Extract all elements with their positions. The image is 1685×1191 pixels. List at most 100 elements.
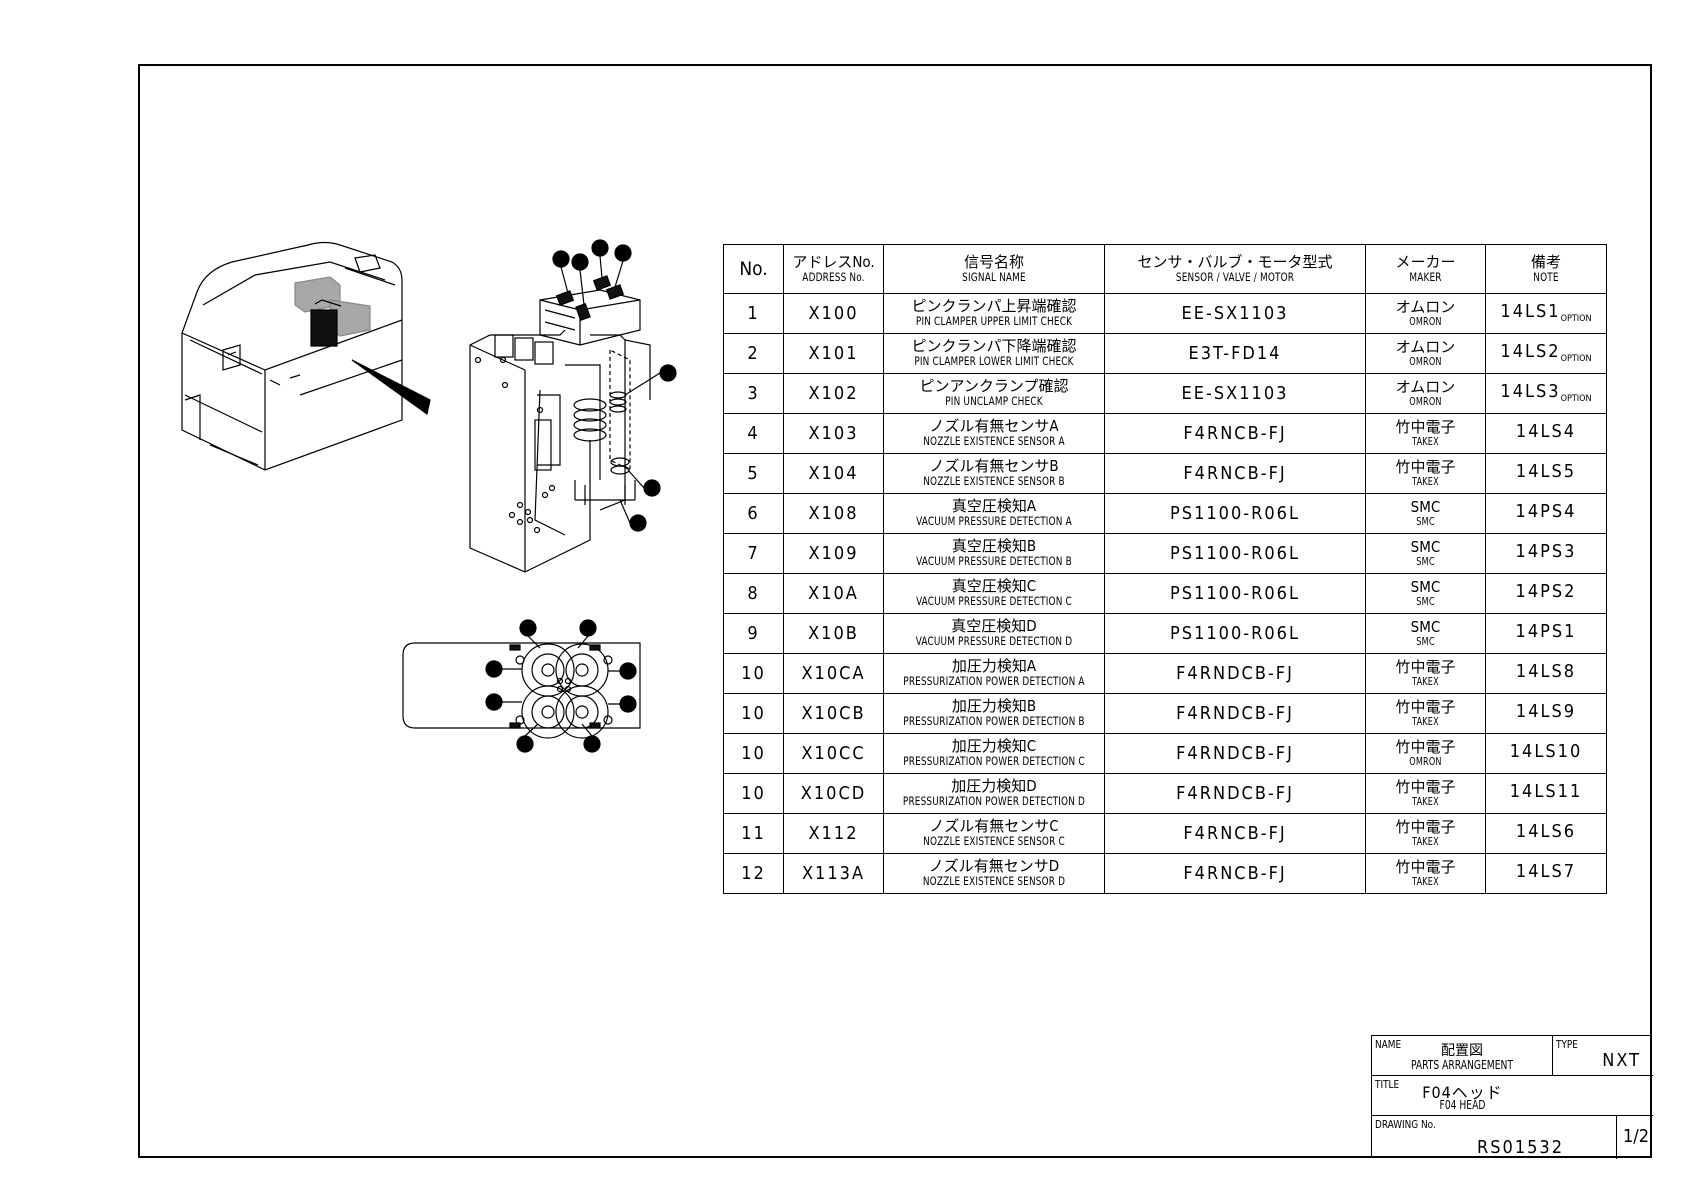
drawing-no-cell: DRAWING No. RS01532	[1372, 1116, 1617, 1159]
cell-address: X10A	[783, 573, 884, 614]
drawing-frame	[138, 64, 1652, 1158]
cell-address: X10CC	[783, 733, 884, 774]
cell-sensor-model: F4RNCB-FJ	[1104, 813, 1366, 854]
cell-no: 3	[723, 373, 784, 414]
cell-note: 14LS2OPTION	[1485, 333, 1607, 374]
cell-sensor-model: F4RNCB-FJ	[1104, 413, 1366, 454]
cell-sensor-model: PS1100-R06L	[1104, 533, 1366, 574]
cell-note: 14PS1	[1485, 613, 1607, 654]
cell-no: 1	[723, 293, 784, 334]
title-label: TITLE	[1375, 1078, 1400, 1091]
cell-address: X113A	[783, 853, 884, 894]
cell-note: 14PS2	[1485, 573, 1607, 614]
header-no: No.	[723, 244, 784, 294]
sheet-value: 1/2	[1623, 1126, 1650, 1147]
cell-address: X10CB	[783, 693, 884, 734]
type-cell: TYPE NXT	[1553, 1036, 1653, 1076]
cell-note: 14LS7	[1485, 853, 1607, 894]
title-en: F04 HEAD	[1439, 1098, 1486, 1112]
drawing-no-value: RS01532	[1477, 1137, 1565, 1158]
cell-sensor-model: F4RNCB-FJ	[1104, 853, 1366, 894]
cell-no: 5	[723, 453, 784, 494]
name-en: PARTS ARRANGEMENT	[1411, 1058, 1513, 1072]
bottom-view-drawing	[402, 642, 641, 739]
cell-sensor-model: PS1100-R06L	[1104, 573, 1366, 614]
cell-address: X108	[783, 493, 884, 534]
cell-no: 9	[723, 613, 784, 654]
cell-no: 10	[723, 653, 784, 694]
cell-note: 14LS6	[1485, 813, 1607, 854]
title-jp: F04ヘッド	[1422, 1083, 1503, 1102]
cell-address: X100	[783, 293, 884, 334]
cell-address: X101	[783, 333, 884, 374]
cell-no: 11	[723, 813, 784, 854]
machine-overview-drawing	[181, 241, 403, 471]
cell-note: 14LS4	[1485, 413, 1607, 454]
cell-sensor-model: F4RNDCB-FJ	[1104, 693, 1366, 734]
cell-address: X112	[783, 813, 884, 854]
cell-sensor-model: F4RNDCB-FJ	[1104, 773, 1366, 814]
header-address: アドレスNo.ADDRESS No.	[783, 244, 884, 294]
cell-no: 8	[723, 573, 784, 614]
cell-address: X10CD	[783, 773, 884, 814]
sheet-cell: 1/2	[1617, 1116, 1653, 1159]
cell-note: 14LS10	[1485, 733, 1607, 774]
cell-note: 14LS11	[1485, 773, 1607, 814]
cell-sensor-model: EE-SX1103	[1104, 293, 1366, 334]
cell-sensor-model: F4RNDCB-FJ	[1104, 733, 1366, 774]
cell-note: 14PS4	[1485, 493, 1607, 534]
type-label: TYPE	[1556, 1038, 1578, 1051]
cell-sensor-model: EE-SX1103	[1104, 373, 1366, 414]
cell-sensor-model: PS1100-R06L	[1104, 613, 1366, 654]
cell-address: X10B	[783, 613, 884, 654]
title-cell: TITLE F04ヘッド F04 HEAD	[1372, 1076, 1653, 1116]
name-label: NAME	[1375, 1038, 1402, 1051]
cell-no: 12	[723, 853, 784, 894]
cell-note: 14LS5	[1485, 453, 1607, 494]
cell-sensor-model: F4RNDCB-FJ	[1104, 653, 1366, 694]
